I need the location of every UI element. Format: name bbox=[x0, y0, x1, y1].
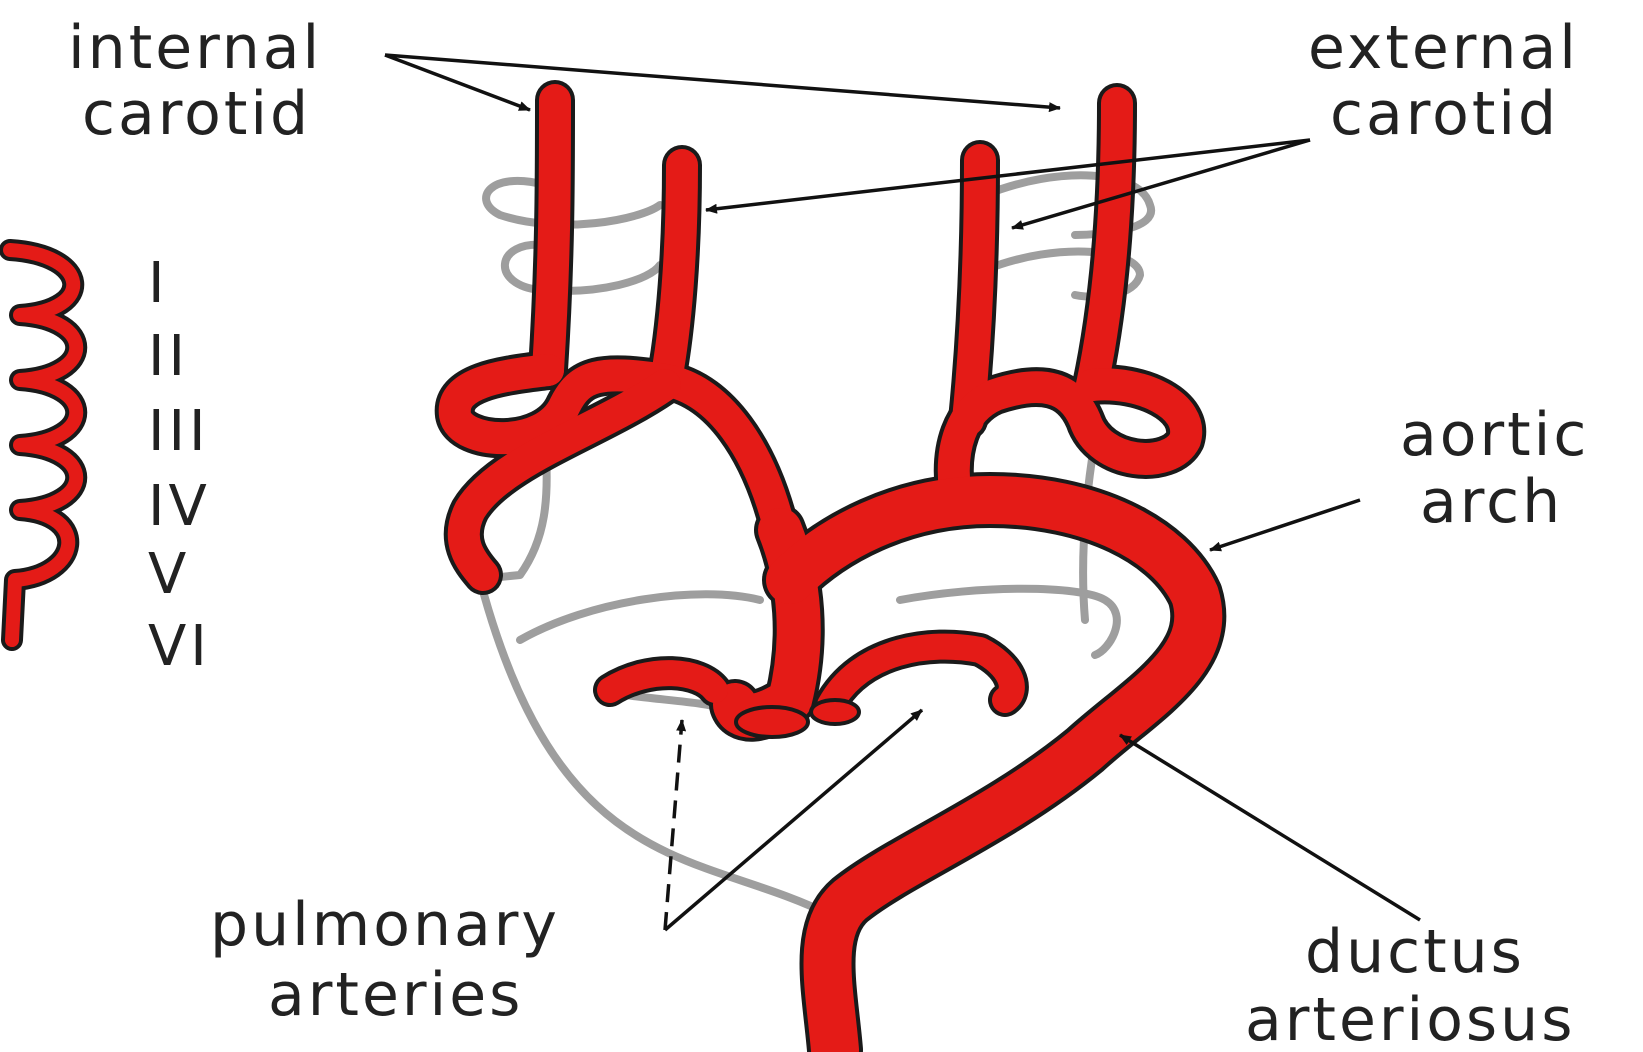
arch-numeral-1: I bbox=[148, 251, 169, 316]
pointer-internal-carotid-right bbox=[385, 55, 1060, 108]
arch-numeral-4: IV bbox=[148, 474, 211, 539]
pointer-external-carotid-right bbox=[1012, 140, 1310, 228]
label-pulmonary-arteries-line1: pulmonary bbox=[210, 890, 560, 960]
label-internal-carotid-line1: internal bbox=[68, 13, 322, 83]
embryonic-arch-coils bbox=[10, 250, 76, 640]
pointer-aortic-arch bbox=[1210, 500, 1360, 550]
label-aortic-arch-line1: aortic bbox=[1400, 400, 1589, 470]
label-pulmonary-arteries-line2: arteries bbox=[268, 960, 523, 1030]
arch-numeral-2: II bbox=[148, 324, 189, 389]
label-ductus-arteriosus-line2: arteriosus bbox=[1245, 985, 1575, 1052]
arch-numerals: I II III IV V VI bbox=[148, 251, 211, 679]
label-external-carotid-line2: carotid bbox=[1330, 79, 1559, 149]
pointer-ductus-arteriosus bbox=[1120, 735, 1420, 920]
label-aortic-arch-line2: arch bbox=[1420, 467, 1563, 537]
arch-numeral-6: VI bbox=[148, 614, 211, 679]
label-external-carotid-line1: external bbox=[1308, 13, 1579, 83]
label-ductus-arteriosus-line1: ductus bbox=[1305, 917, 1525, 987]
arch-numeral-5: V bbox=[148, 542, 190, 607]
label-internal-carotid-line2: carotid bbox=[82, 79, 311, 149]
arch-numeral-3: III bbox=[148, 399, 210, 464]
pointer-pulmonary-left bbox=[665, 720, 682, 930]
pointer-external-carotid-left bbox=[706, 140, 1310, 210]
